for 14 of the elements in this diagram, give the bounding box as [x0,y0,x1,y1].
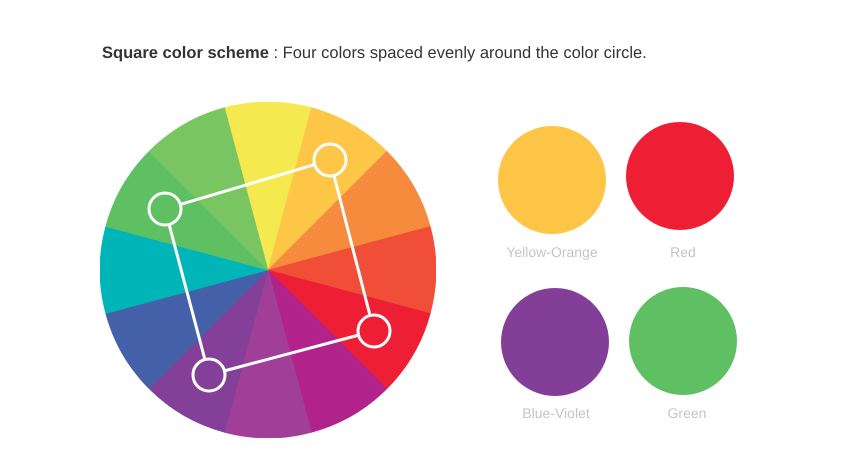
connector-line [168,224,206,360]
title: Square color scheme : Four colors spaced evenly around the color circle. [102,43,647,64]
legend-label: Green [668,404,706,422]
color-wheel [100,102,436,438]
marker-ring [148,192,182,226]
connector-line [332,175,372,316]
legend-label: Yellow-Orange [506,243,598,261]
marker-ring [312,142,348,178]
legend-label: Red [670,243,696,261]
connector-line [180,163,316,206]
marker-ring [192,358,226,392]
connector-line [224,334,359,372]
marker-ring [356,314,392,348]
legend-label: Blue-Violet [522,404,590,422]
